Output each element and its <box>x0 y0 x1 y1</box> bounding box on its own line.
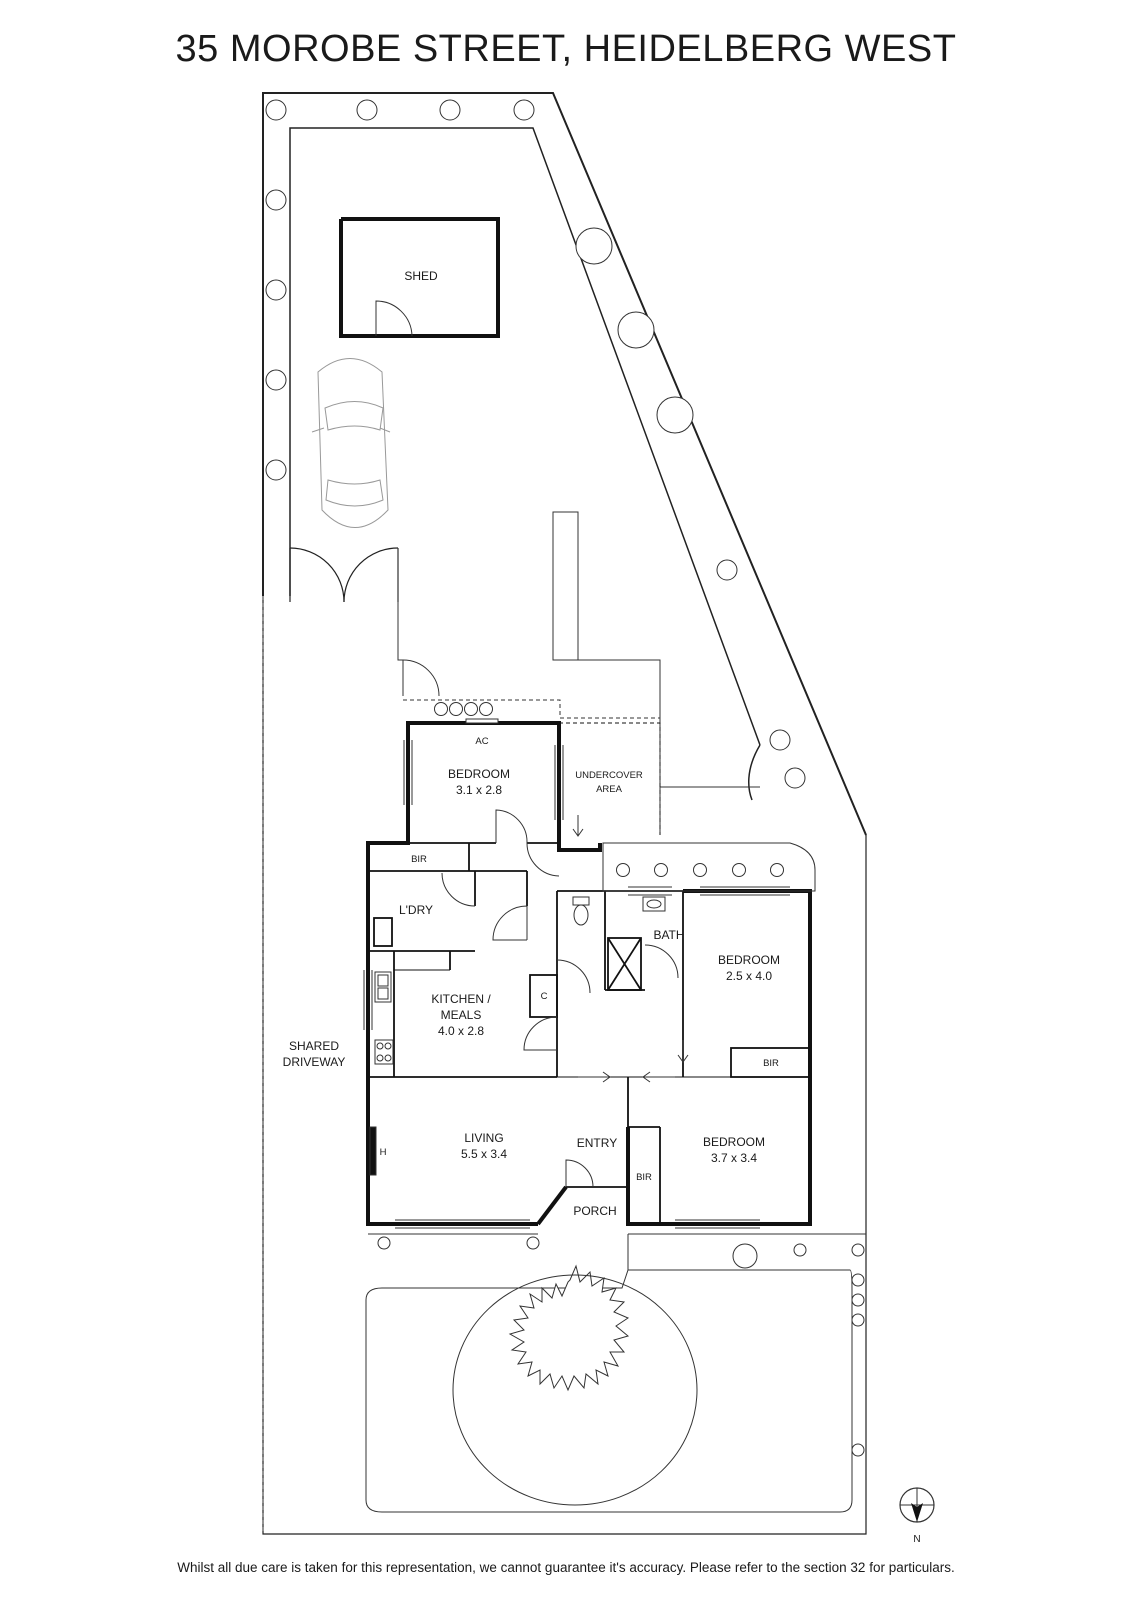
tree-icon <box>513 99 535 121</box>
tree-icon <box>508 1264 630 1392</box>
bedroom1-dims: 3.1 x 2.8 <box>456 783 502 797</box>
disclaimer-text: Whilst all due care is taken for this re… <box>177 1560 955 1575</box>
tree-icon <box>575 227 613 265</box>
bir2-label: BIR <box>763 1058 779 1069</box>
driveway-label-2: DRIVEWAY <box>283 1055 346 1069</box>
bedroom3-dims: 3.7 x 3.4 <box>711 1151 757 1165</box>
windows <box>363 740 790 1229</box>
car-icon <box>311 358 391 528</box>
tree-icon <box>439 99 461 121</box>
bath-label: BATH <box>653 928 684 942</box>
bedroom1-name: BEDROOM <box>448 767 510 781</box>
boundary-fence <box>262 92 867 1535</box>
tree-icon <box>793 1243 807 1257</box>
tree-icon <box>617 311 655 349</box>
hedge <box>434 702 493 716</box>
tree-icon <box>265 99 287 121</box>
heater-icon <box>369 1126 377 1176</box>
entry-label: ENTRY <box>577 1136 617 1150</box>
tree-icon <box>851 1313 865 1327</box>
shower-icon <box>465 718 499 724</box>
tree-icon <box>449 702 463 716</box>
door-swings <box>441 809 679 1188</box>
shed: SHED <box>339 217 500 338</box>
stove-icon <box>374 1039 394 1065</box>
tree-icon <box>851 1243 865 1257</box>
garden-bed <box>602 842 816 892</box>
tree-icon <box>479 702 493 716</box>
page-title: 35 MOROBE STREET, HEIDELBERG WEST <box>175 28 957 70</box>
tree-icon <box>464 702 478 716</box>
undercover-label-2: AREA <box>596 784 623 795</box>
tree-icon <box>265 279 287 301</box>
kitchen-label-2: MEALS <box>441 1008 482 1022</box>
tree-icon <box>693 863 707 877</box>
kitchen-label-1: KITCHEN / <box>431 992 491 1006</box>
tree-icon <box>851 1273 865 1287</box>
double-gates <box>289 547 399 603</box>
sink-icon <box>374 971 392 1003</box>
heater-label: H <box>380 1147 387 1158</box>
toilet-icon <box>572 896 590 926</box>
tree-icon <box>265 459 287 481</box>
sink-icon <box>642 896 666 912</box>
driveway-label-1: SHARED <box>289 1039 339 1053</box>
kitchen-dims: 4.0 x 2.8 <box>438 1024 484 1038</box>
undercover-label-1: UNDERCOVER <box>575 770 643 781</box>
tree-icon <box>356 99 378 121</box>
tree-icon <box>265 189 287 211</box>
tree-icon <box>265 369 287 391</box>
bedroom2-dims: 2.5 x 4.0 <box>726 969 772 983</box>
tree-icon <box>784 767 806 789</box>
bedroom3-name: BEDROOM <box>703 1135 765 1149</box>
fence-trees <box>265 99 806 789</box>
ac-label: AC <box>475 736 488 747</box>
tree-icon <box>434 702 448 716</box>
bedroom2-name: BEDROOM <box>718 953 780 967</box>
cupboard-label: C <box>541 991 548 1002</box>
tree-icon <box>732 863 746 877</box>
porch-label: PORCH <box>573 1204 616 1218</box>
tree-icon <box>851 1443 865 1457</box>
living-name: LIVING <box>464 1131 503 1145</box>
door-arrows <box>572 815 689 1083</box>
living-dims: 5.5 x 3.4 <box>461 1147 507 1161</box>
tree-icon <box>616 863 630 877</box>
bir1-label: BIR <box>411 854 427 865</box>
compass-icon: N <box>899 1487 935 1545</box>
fixtures <box>369 718 666 1176</box>
tree-icon <box>654 863 668 877</box>
tree-icon <box>656 396 694 434</box>
bir3-label: BIR <box>636 1172 652 1183</box>
compass-label: N <box>913 1534 920 1545</box>
shed-label: SHED <box>404 269 438 283</box>
tree-icon <box>851 1293 865 1307</box>
tree-icon <box>770 863 784 877</box>
tree-icon <box>769 729 791 751</box>
tree-icon <box>732 1243 758 1269</box>
laundry-label: L'DRY <box>399 903 433 917</box>
tree-icon <box>716 559 738 581</box>
front-garden <box>365 1233 866 1513</box>
walkways <box>397 511 760 835</box>
